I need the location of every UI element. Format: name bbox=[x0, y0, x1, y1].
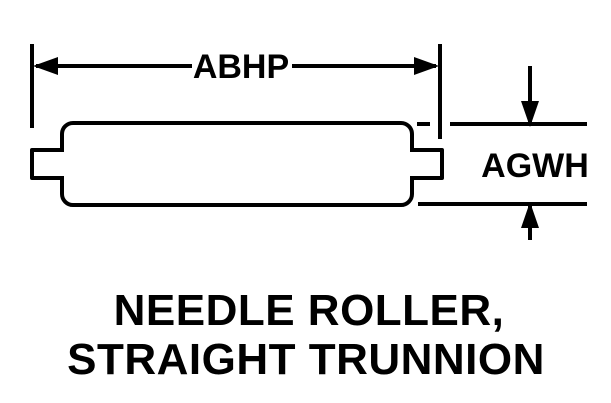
caption-group: NEEDLE ROLLER, STRAIGHT TRUNNION bbox=[67, 286, 545, 384]
roller-body-outline bbox=[60, 121, 414, 207]
abhp-right-arrowhead-icon bbox=[414, 57, 439, 75]
agwh-bottom-arrowhead-icon bbox=[521, 202, 539, 228]
caption-line-2: STRAIGHT TRUNNION bbox=[67, 335, 545, 384]
needle-roller-part-group bbox=[30, 121, 444, 207]
caption-line-1: NEEDLE ROLLER, bbox=[114, 286, 505, 335]
abhp-dimension-group: ABHP bbox=[30, 44, 442, 139]
left-trunnion-outline bbox=[30, 148, 64, 180]
abhp-dimension-label: ABHP bbox=[193, 48, 289, 86]
agwh-dimension-group: AGWH bbox=[417, 66, 589, 240]
agwh-top-arrowhead-icon bbox=[521, 101, 539, 127]
agwh-dimension-label: AGWH bbox=[481, 147, 589, 185]
right-trunnion-outline bbox=[410, 148, 444, 180]
abhp-left-arrowhead-icon bbox=[33, 57, 58, 75]
